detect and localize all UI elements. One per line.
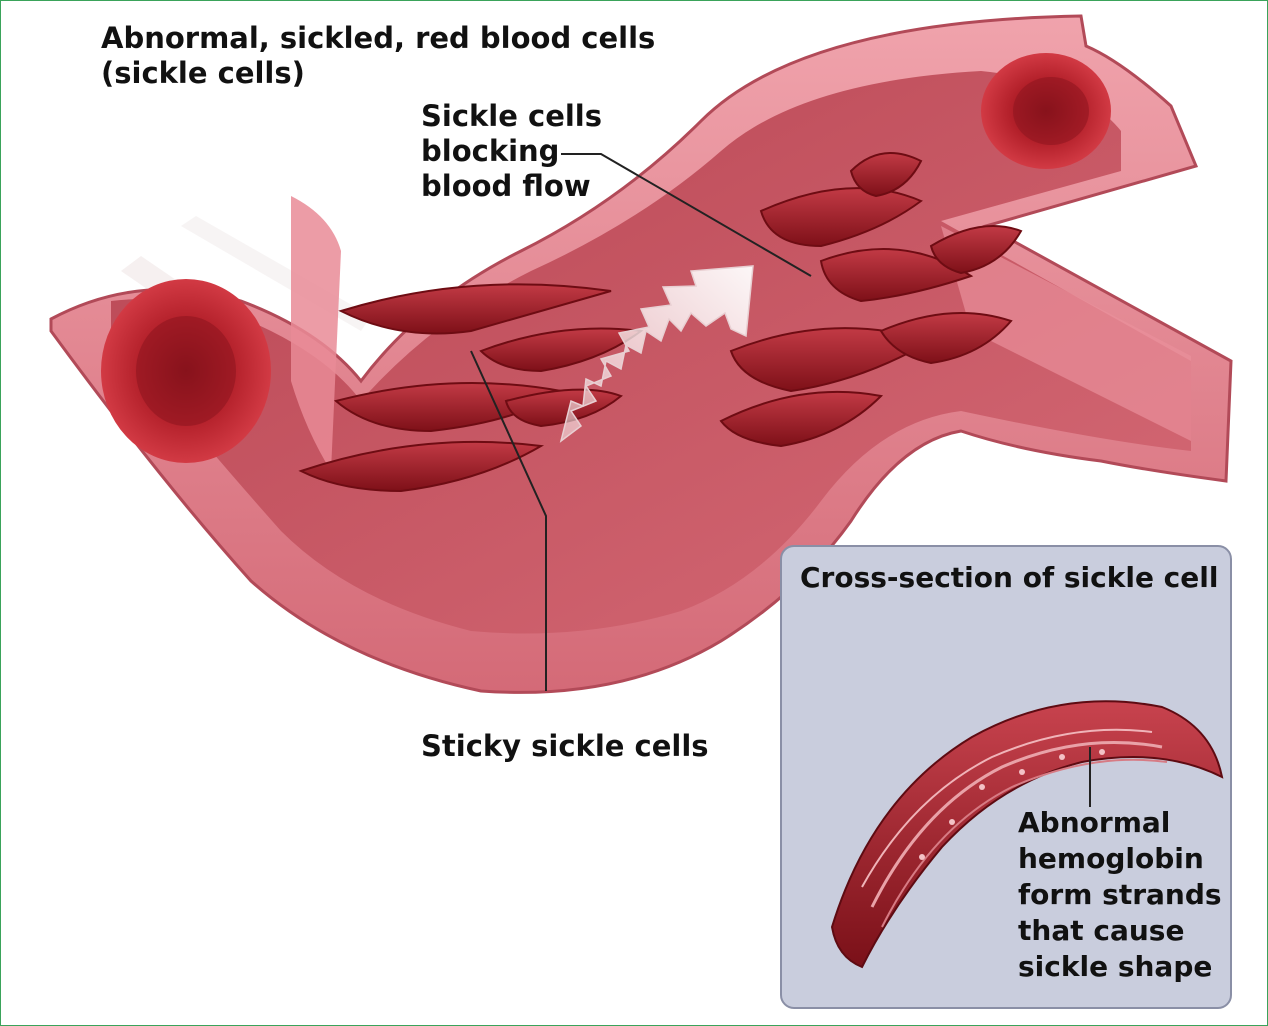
hemoglobin-strand — [861, 728, 1153, 888]
branch-inner-wall — [941, 226, 1191, 441]
label-line: Abnormal — [1018, 806, 1171, 839]
inset-title: Cross-section of sickle cell — [800, 561, 1219, 594]
label-line: (sickle cells) — [101, 56, 305, 90]
label-line: hemoglobin — [1018, 842, 1204, 875]
red-blood-cell-left — [101, 279, 271, 463]
label-line: sickle shape — [1018, 950, 1213, 983]
sickle-cells-blockage — [719, 152, 1023, 448]
red-blood-cell-right — [981, 53, 1111, 169]
label-line: Sticky sickle cells — [421, 729, 709, 763]
cross-section-inset: Cross-section of sickle cell Abnormal he… — [780, 545, 1232, 1009]
hemoglobin-label: Abnormal hemoglobin form strands that ca… — [1018, 805, 1222, 985]
label-line: Abnormal, sickled, red blood cells — [101, 21, 656, 55]
label-line: blocking — [421, 134, 560, 168]
label-line: that cause — [1018, 914, 1185, 947]
label-line: Sickle cells — [421, 99, 603, 133]
hemoglobin-strand — [870, 741, 1163, 908]
leader-line-blocking — [561, 153, 812, 277]
label-line: form strands — [1018, 878, 1222, 911]
label-line: blood flow — [421, 169, 591, 203]
sticky-label: Sticky sickle cells — [421, 729, 709, 764]
hemoglobin-strand — [881, 758, 1168, 928]
leader-line-sticky — [470, 350, 547, 691]
vessel-lumen — [111, 71, 1191, 634]
vessel-inner-wall — [291, 196, 341, 471]
hemoglobin-dots — [919, 749, 1105, 860]
blocking-label: Sickle cells blocking blood flow — [421, 99, 602, 204]
sickle-cell-outer — [830, 700, 1224, 969]
sickle-cell-cross-section — [830, 700, 1224, 969]
abnormal-cells-label: Abnormal, sickled, red blood cells (sick… — [101, 21, 655, 91]
blood-flow-arrow — [559, 265, 754, 443]
sickle-cells-left-cluster — [298, 283, 644, 493]
